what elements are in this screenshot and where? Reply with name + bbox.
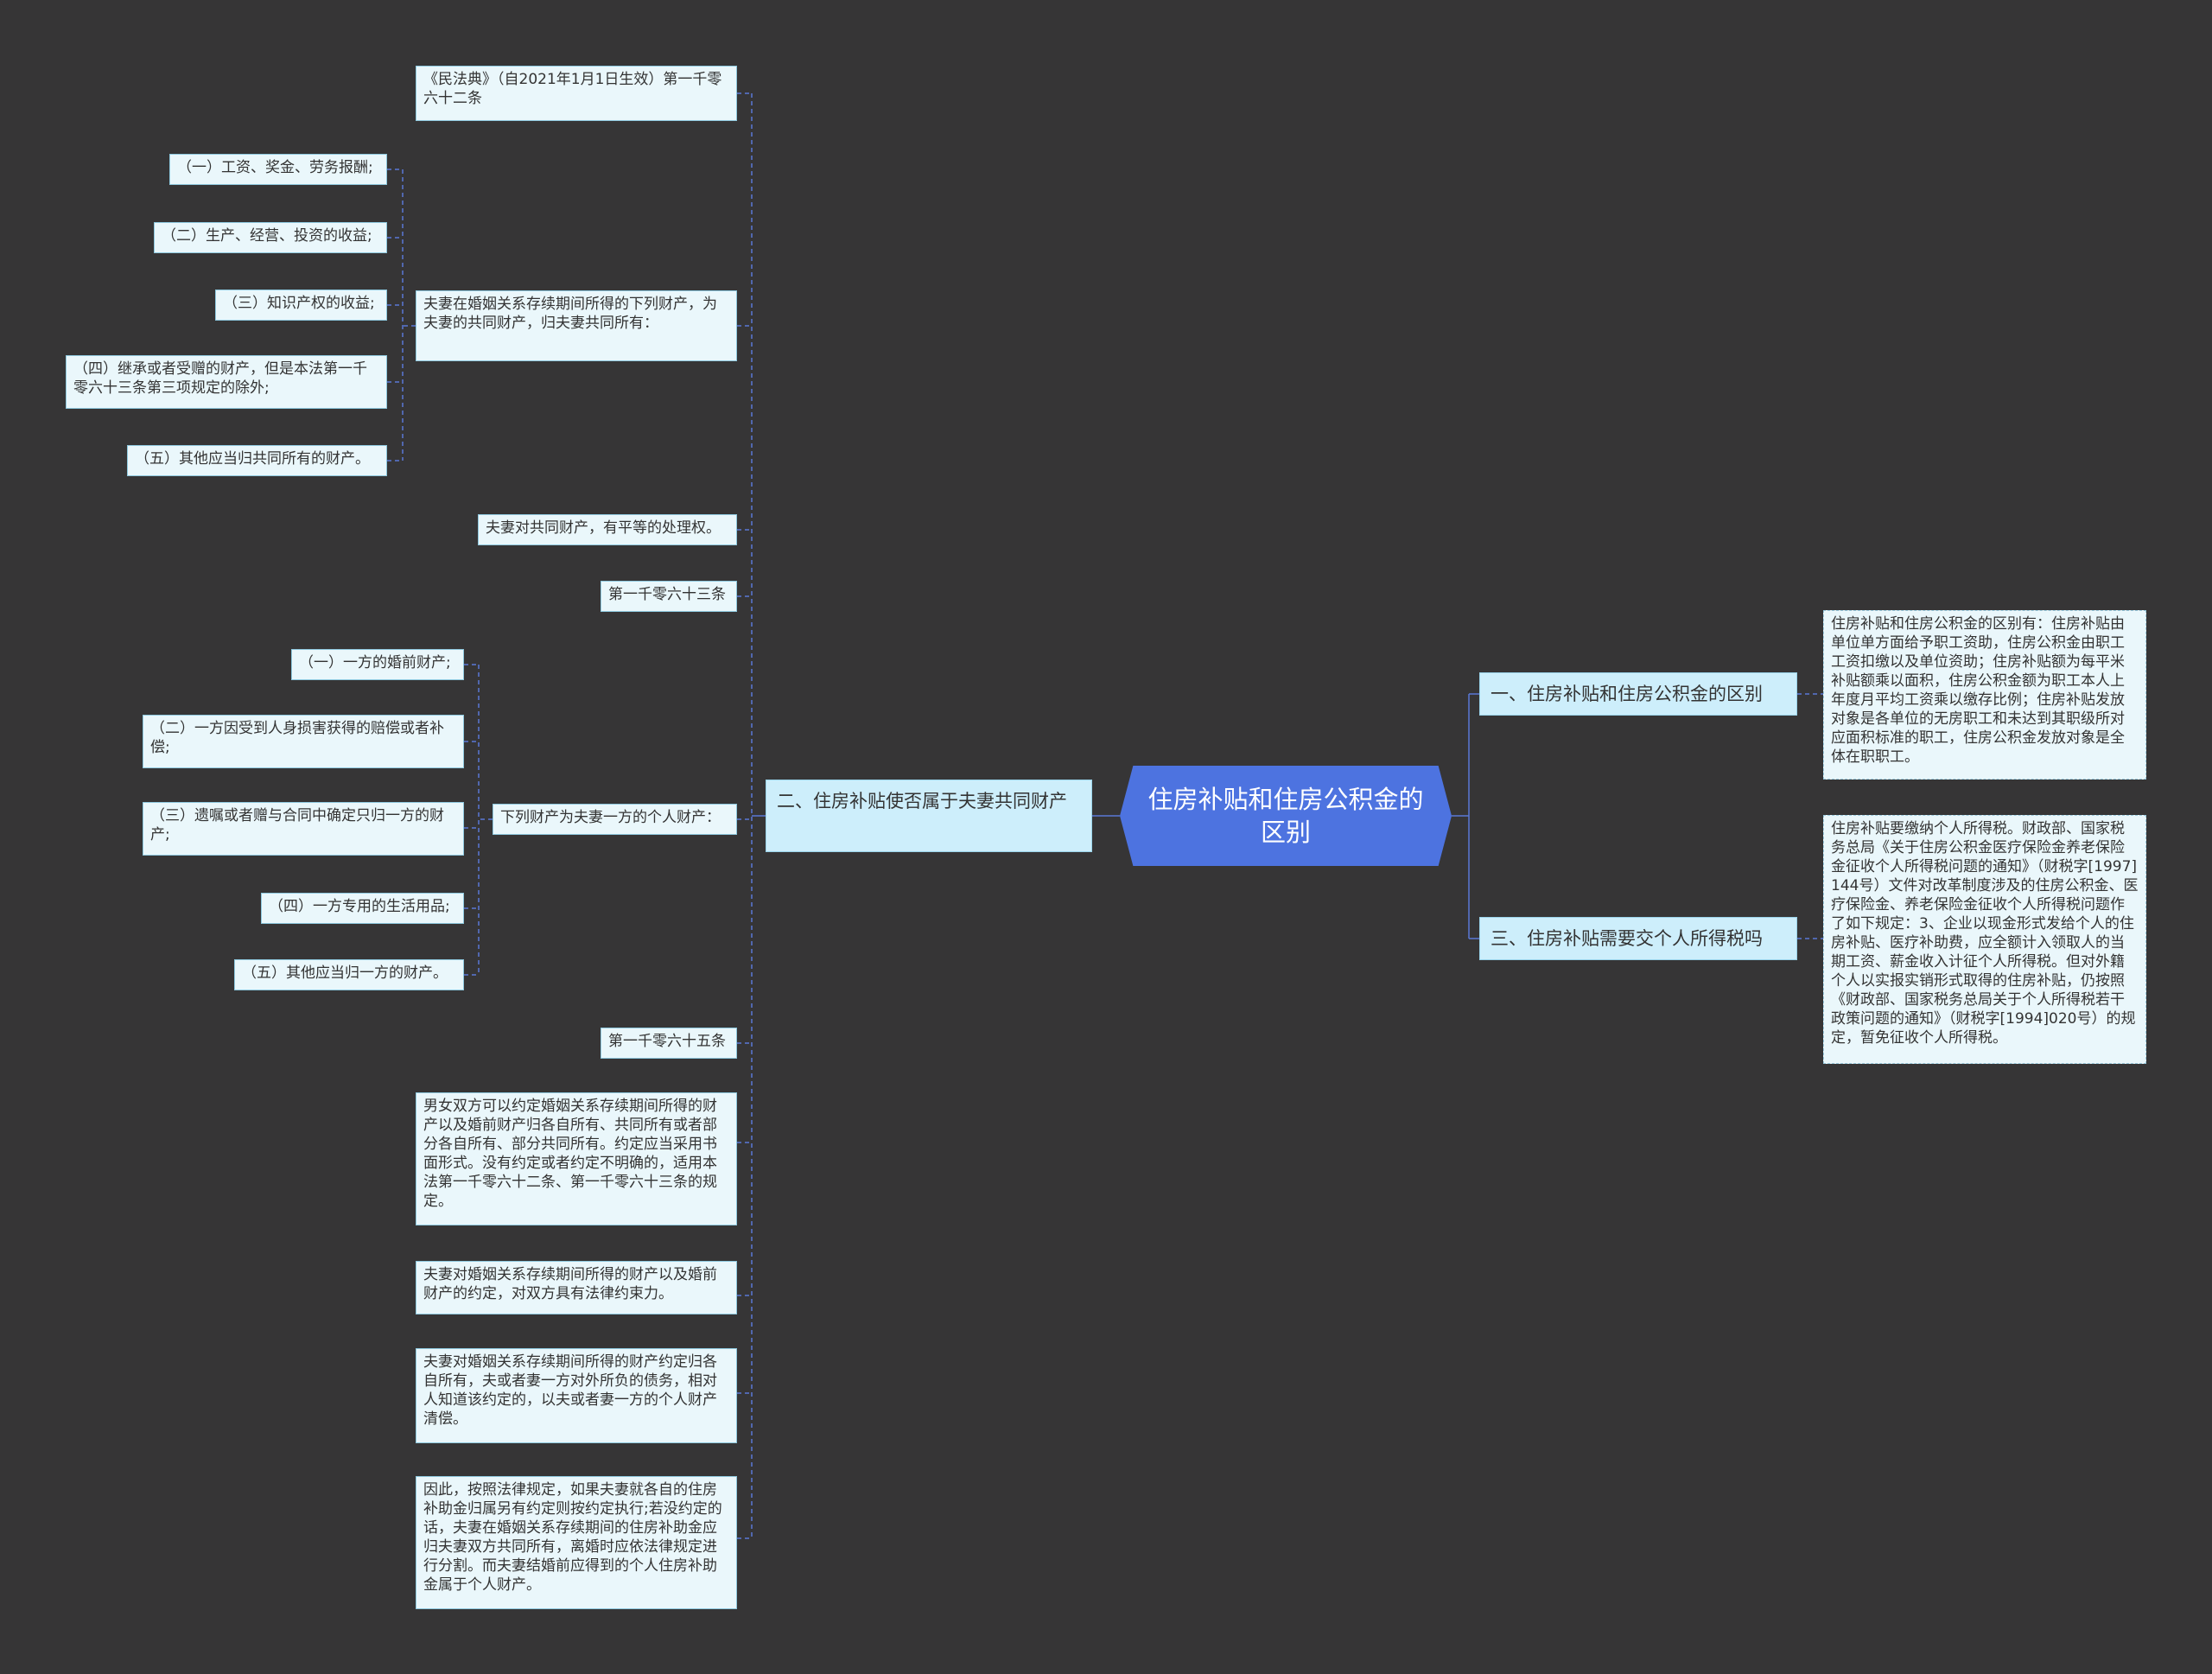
node-article-1065: 第一千零六十五条 — [601, 1028, 737, 1059]
joint-item-1-text: （一）工资、奖金、劳务报酬; — [177, 159, 373, 176]
detail-difference-text: 住房补贴和住房公积金的区别有：住房补贴由单位单方面给予职工资助，住房公积金由职工… — [1831, 615, 2125, 766]
joint-item-4: （四）继承或者受赠的财产，但是本法第一千零六十三条第三项规定的除外; — [66, 355, 387, 409]
node-equal-rights: 夫妻对共同财产，有平等的处理权。 — [478, 514, 737, 545]
branch-joint-property[interactable]: 二、住房补贴使否属于夫妻共同财产 — [766, 780, 1092, 852]
personal-item-3: （三）遗嘱或者赠与合同中确定只归一方的财产; — [143, 802, 464, 856]
root-node[interactable]: 住房补贴和住房公积金的区别 — [1120, 766, 1452, 866]
branch-income-tax[interactable]: 三、住房补贴需要交个人所得税吗 — [1479, 917, 1797, 960]
node-article-1063-text: 第一千零六十三条 — [608, 586, 726, 603]
joint-item-5: （五）其他应当归共同所有的财产。 — [127, 445, 387, 476]
node-conclusion: 因此，按照法律规定，如果夫妻就各自的住房补助金归属另有约定则按约定执行;若没约定… — [416, 1476, 737, 1609]
node-debt-liability-text: 夫妻对婚姻关系存续期间所得的财产约定归各自所有，夫或者妻一方对外所负的债务，相对… — [423, 1353, 717, 1428]
root-label: 住房补贴和住房公积金的区别 — [1147, 785, 1424, 847]
joint-item-3-text: （三）知识产权的收益; — [223, 295, 375, 312]
node-debt-liability: 夫妻对婚姻关系存续期间所得的财产约定归各自所有，夫或者妻一方对外所负的债务，相对… — [416, 1348, 737, 1443]
personal-item-4-text: （四）一方专用的生活用品; — [269, 898, 450, 915]
node-agreement-form: 男女双方可以约定婚姻关系存续期间所得的财产以及婚前财产归各自所有、共同所有或者部… — [416, 1092, 737, 1225]
node-civil-code-1062: 《民法典》（自2021年1月1日生效）第一千零六十二条 — [416, 66, 737, 121]
joint-item-1: （一）工资、奖金、劳务报酬; — [169, 154, 387, 185]
personal-item-5: （五）其他应当归一方的财产。 — [234, 959, 464, 990]
personal-item-2: （二）一方因受到人身损害获得的赔偿或者补偿; — [143, 715, 464, 768]
node-civil-code-1062-text: 《民法典》（自2021年1月1日生效）第一千零六十二条 — [423, 71, 722, 107]
personal-item-3-text: （三）遗嘱或者赠与合同中确定只归一方的财产; — [150, 807, 444, 843]
detail-income-tax-text: 住房补贴要缴纳个人所得税。财政部、国家税务总局《关于住房公积金医疗保险金养老保险… — [1831, 820, 2139, 1047]
personal-item-2-text: （二）一方因受到人身损害获得的赔偿或者补偿; — [150, 720, 444, 756]
personal-item-1-text: （一）一方的婚前财产; — [299, 654, 451, 672]
personal-item-5-text: （五）其他应当归一方的财产。 — [242, 964, 448, 982]
node-article-1063: 第一千零六十三条 — [601, 581, 737, 612]
node-joint-property-list-text: 夫妻在婚姻关系存续期间所得的下列财产，为夫妻的共同财产，归夫妻共同所有： — [423, 296, 717, 332]
joint-item-2-text: （二）生产、经营、投资的收益; — [162, 227, 372, 245]
personal-item-4: （四）一方专用的生活用品; — [261, 893, 464, 924]
node-personal-property-list-text: 下列财产为夫妻一方的个人财产： — [500, 809, 721, 826]
joint-item-2: （二）生产、经营、投资的收益; — [154, 222, 387, 253]
detail-difference: 住房补贴和住房公积金的区别有：住房补贴由单位单方面给予职工资助，住房公积金由职工… — [1823, 610, 2146, 780]
joint-item-5-text: （五）其他应当归共同所有的财产。 — [135, 450, 370, 468]
branch-income-tax-label: 三、住房补贴需要交个人所得税吗 — [1491, 928, 1763, 949]
branch-joint-property-label: 二、住房补贴使否属于夫妻共同财产 — [777, 791, 1067, 812]
node-joint-property-list: 夫妻在婚姻关系存续期间所得的下列财产，为夫妻的共同财产，归夫妻共同所有： — [416, 290, 737, 361]
node-conclusion-text: 因此，按照法律规定，如果夫妻就各自的住房补助金归属另有约定则按约定执行;若没约定… — [423, 1481, 722, 1594]
joint-item-3: （三）知识产权的收益; — [215, 290, 387, 321]
joint-item-4-text: （四）继承或者受赠的财产，但是本法第一千零六十三条第三项规定的除外; — [73, 360, 367, 397]
node-agreement-form-text: 男女双方可以约定婚姻关系存续期间所得的财产以及婚前财产归各自所有、共同所有或者部… — [423, 1098, 717, 1210]
node-personal-property-list: 下列财产为夫妻一方的个人财产： — [493, 804, 737, 835]
personal-item-1: （一）一方的婚前财产; — [291, 649, 464, 680]
node-agreement-binding-text: 夫妻对婚姻关系存续期间所得的财产以及婚前财产的约定，对双方具有法律约束力。 — [423, 1266, 717, 1302]
detail-income-tax: 住房补贴要缴纳个人所得税。财政部、国家税务总局《关于住房公积金医疗保险金养老保险… — [1823, 815, 2146, 1064]
branch-difference-label: 一、住房补贴和住房公积金的区别 — [1491, 684, 1763, 704]
node-equal-rights-text: 夫妻对共同财产，有平等的处理权。 — [486, 519, 721, 537]
branch-difference[interactable]: 一、住房补贴和住房公积金的区别 — [1479, 672, 1797, 716]
node-article-1065-text: 第一千零六十五条 — [608, 1033, 726, 1050]
node-agreement-binding: 夫妻对婚姻关系存续期间所得的财产以及婚前财产的约定，对双方具有法律约束力。 — [416, 1261, 737, 1314]
